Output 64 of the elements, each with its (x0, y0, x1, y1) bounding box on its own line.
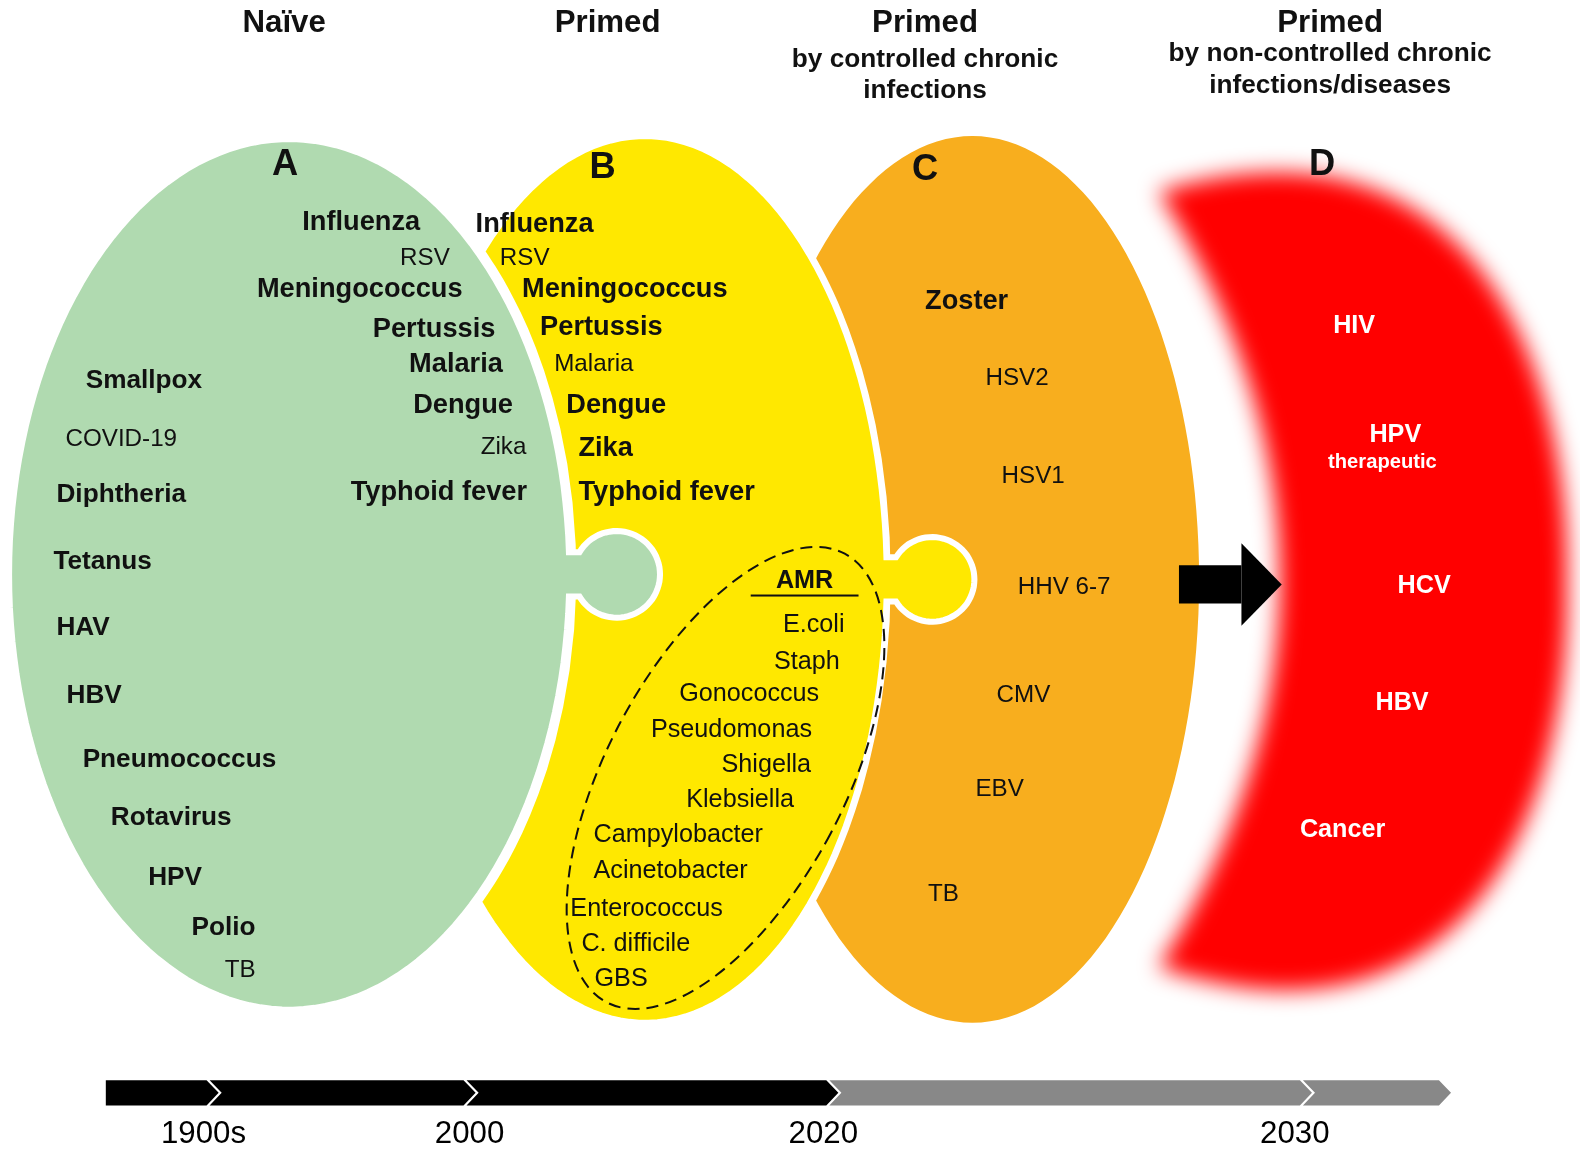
year-label: 2000 (434, 1114, 505, 1151)
disease-label: Smallpox (85, 364, 203, 396)
group-heading: AMR (750, 564, 859, 597)
disease-label: Pertussis (540, 309, 663, 342)
column-subheading: by controlled chronic infections (790, 42, 1060, 106)
disease-label: COVID-19 (65, 423, 178, 453)
disease-label: Dengue (413, 387, 513, 421)
disease-label: Klebsiella (686, 782, 795, 814)
disease-label: Pseudomonas (650, 712, 812, 743)
panel-letter: D (1307, 141, 1337, 185)
disease-label: Polio (191, 911, 256, 943)
disease-label: Tetanus (53, 545, 152, 577)
column-heading: Naïve (241, 3, 327, 41)
arrow (1178, 543, 1282, 626)
disease-label: CMV (996, 679, 1051, 709)
column-heading: Primed (871, 3, 979, 41)
disease-label: HSV1 (1001, 460, 1065, 490)
disease-label: HSV2 (985, 362, 1049, 392)
disease-label: Malaria (409, 346, 503, 380)
disease-label: RSV (400, 242, 450, 272)
disease-label: Meningococcus (256, 271, 463, 305)
disease-label: HBV (1375, 686, 1429, 717)
disease-label: Shigella (721, 747, 812, 778)
disease-label: Pertussis (372, 311, 496, 344)
year-label: 1900s (161, 1114, 247, 1151)
disease-label: HPV (148, 860, 202, 893)
disease-label: Enterococcus (570, 891, 723, 922)
column-heading: Primed (553, 3, 662, 41)
disease-label: Dengue (566, 387, 667, 421)
disease-label: RSV (499, 242, 550, 272)
disease-label: Pneumococcus (82, 743, 277, 775)
year-label: 2030 (1260, 1114, 1330, 1151)
disease-label: therapeutic (1328, 448, 1437, 473)
panel-letter: C (910, 146, 940, 190)
disease-label: GBS (594, 962, 648, 993)
disease-label: Typhoid fever (578, 474, 755, 508)
disease-label: Cancer (1299, 813, 1386, 844)
disease-label: Acinetobacter (593, 853, 748, 884)
disease-label: HAV (56, 611, 110, 643)
disease-label: C. difficile (581, 927, 691, 958)
disease-label: HHV 6-7 (1017, 570, 1111, 600)
disease-label: HBV (66, 679, 122, 711)
disease-label: Malaria (554, 348, 634, 378)
disease-label: TB (928, 878, 959, 908)
disease-label: EBV (975, 773, 1024, 803)
panel-letter: B (588, 144, 617, 188)
panel-letter: A (271, 141, 300, 185)
disease-label: HIV (1333, 308, 1376, 339)
disease-label: Meningococcus (521, 271, 728, 305)
disease-label: HPV (1369, 418, 1422, 449)
year-label: 2020 (788, 1114, 858, 1151)
disease-label: Campylobacter (593, 818, 763, 849)
disease-label: Zoster (925, 283, 1009, 317)
disease-label: Zika (578, 431, 633, 464)
disease-label: TB (224, 954, 256, 984)
disease-label: E.coli (782, 607, 845, 638)
disease-label: Typhoid fever (350, 474, 528, 508)
disease-label: Zika (480, 431, 527, 461)
disease-label: HCV (1397, 568, 1451, 599)
disease-label: Gonococcus (679, 677, 820, 708)
disease-label: Influenza (302, 204, 421, 237)
disease-label: Rotavirus (110, 801, 232, 833)
disease-label: Staph (773, 644, 840, 676)
disease-label: Diphtheria (56, 478, 186, 510)
